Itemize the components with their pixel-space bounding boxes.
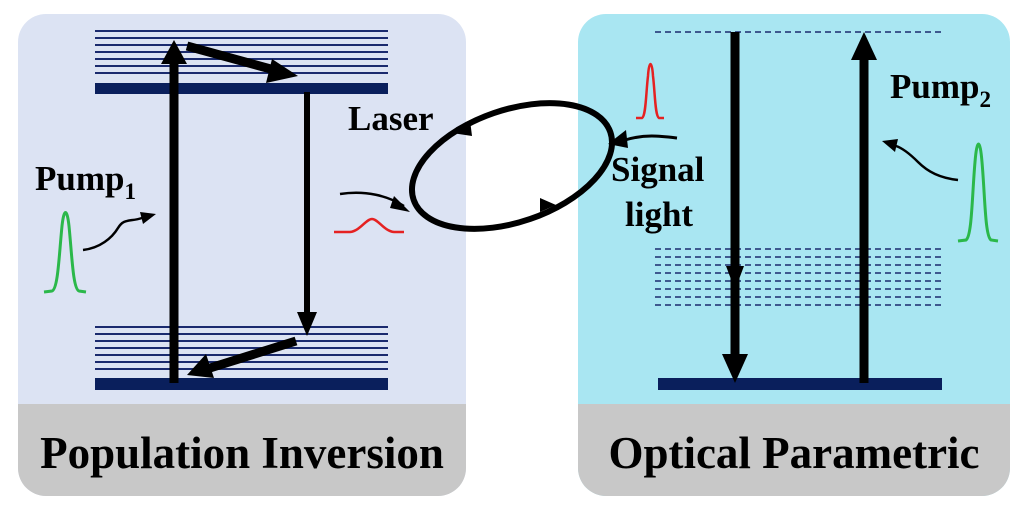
- pump2-label: Pump2: [890, 67, 991, 112]
- pump2-green-pulse-icon: [957, 142, 999, 243]
- laser-input-arrowhead: [390, 196, 410, 212]
- signal-input-arrowhead: [608, 130, 628, 148]
- virtual-idler-levels: [655, 248, 945, 306]
- upper-metastable-level: [95, 83, 388, 94]
- pump2-wavy-arrow-icon: [895, 144, 959, 182]
- population-inversion-panel: Pump1 Population Inversion: [18, 14, 466, 496]
- idler-arrowhead: [726, 266, 744, 290]
- pump2-wavy-arrowhead: [882, 139, 898, 152]
- emission-arrow: [297, 92, 317, 336]
- signal-input-curve: [624, 134, 678, 142]
- pump-excitation-arrow: [161, 40, 187, 383]
- laser-label: Laser: [348, 99, 434, 138]
- optical-parametric-panel: Pump2 Signal light Optical Parametric: [578, 14, 1010, 496]
- pump1-wavy-arrowhead: [140, 212, 156, 224]
- left-panel-caption: Population Inversion: [40, 428, 444, 478]
- upper-relaxation-arrow: [185, 41, 298, 83]
- pump1-green-pulse-icon: [43, 211, 87, 294]
- laser-red-pulse-icon: [334, 217, 404, 234]
- upper-energy-levels: [95, 30, 388, 74]
- pump2-subscript: 2: [979, 87, 991, 112]
- lower-relaxation-arrow: [187, 336, 298, 378]
- ground-level: [95, 378, 388, 390]
- right-caption-band: [578, 404, 1010, 496]
- signal-light-label-line2: light: [625, 195, 693, 234]
- signal-red-pulse-icon: [636, 62, 664, 120]
- left-caption-band: [18, 404, 466, 496]
- right-panel-caption: Optical Parametric: [608, 428, 979, 478]
- loop-arrowhead-top: [452, 120, 472, 136]
- right-ground-level: [658, 378, 942, 390]
- pump1-label: Pump1: [35, 159, 136, 204]
- signal-down-arrow: [722, 32, 748, 383]
- pump1-wavy-arrow-icon: [82, 216, 143, 252]
- resonator-loop: [408, 100, 616, 232]
- signal-light-label-line1: Signal: [611, 150, 705, 189]
- loop-arrowhead-bottom: [540, 198, 556, 212]
- resonator-ellipse: [408, 100, 616, 232]
- pump1-subscript: 1: [124, 179, 136, 204]
- pump2-up-arrow: [851, 32, 877, 383]
